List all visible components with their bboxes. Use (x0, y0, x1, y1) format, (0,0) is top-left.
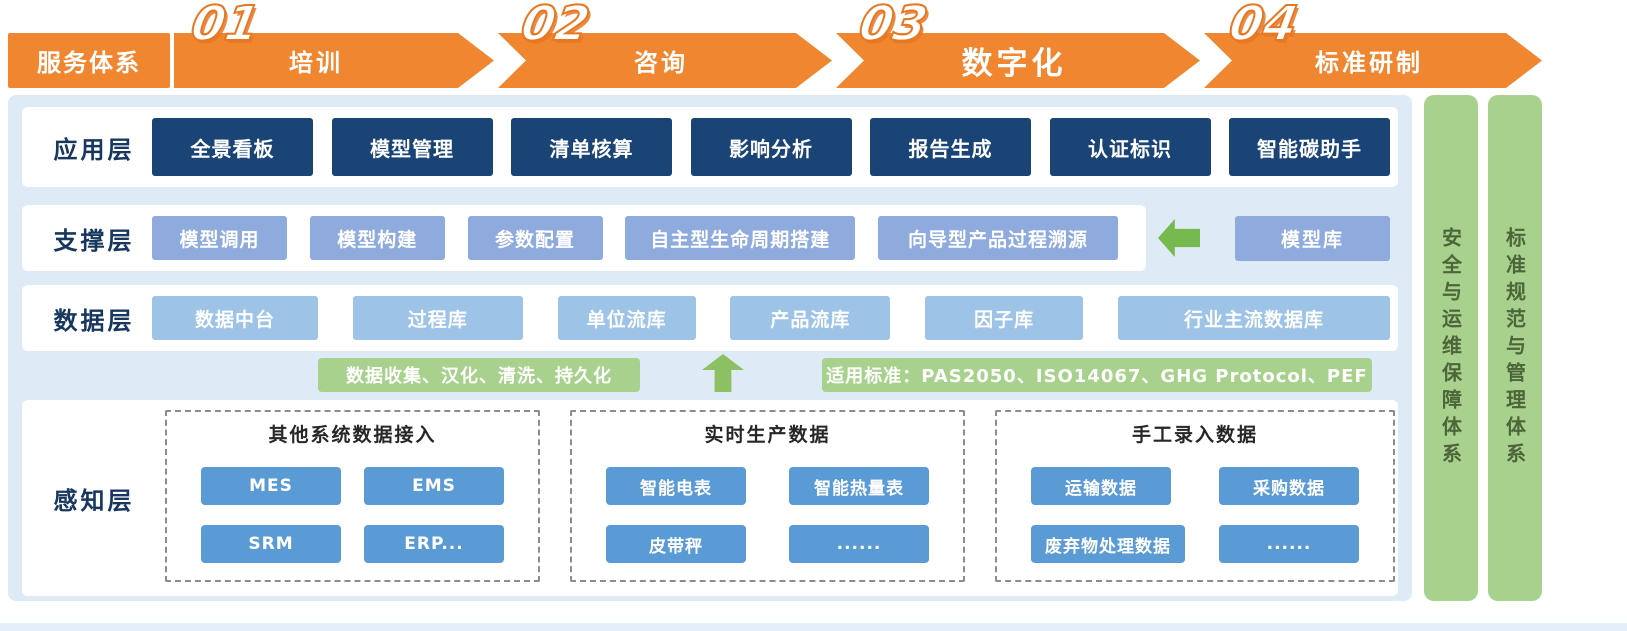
perception-group-title: 其他系统数据接入 (268, 424, 437, 446)
application-box: 智能碳助手 (1229, 118, 1390, 176)
data-box: 因子库 (925, 296, 1084, 340)
perception-box: SRM (201, 525, 341, 563)
step-number-3: 03 (854, 0, 933, 53)
standards-bar: 适用标准：PAS2050、ISO14067、GHG Protocol、PEF (822, 358, 1372, 392)
banner-arrow-consulting-label: 咨询 (634, 49, 688, 77)
perception-layer-label: 感知层 (53, 486, 135, 515)
support-layer-strip: 支撑层 模型调用 模型构建 参数配置 自主型生命周期搭建 向导型产品过程溯源 (22, 205, 1146, 271)
bottom-divider (0, 623, 1627, 631)
application-box: 模型管理 (331, 118, 493, 176)
data-box: 数据中台 (152, 296, 318, 340)
perception-group-title: 手工录入数据 (1131, 424, 1258, 446)
perception-group-systems: 其他系统数据接入 MES EMS SRM ERP... (165, 410, 540, 582)
data-box: 行业主流数据库 (1117, 296, 1390, 340)
data-boxes: 数据中台 过程库 单位流库 产品流库 因子库 行业主流数据库 (152, 296, 1390, 340)
perception-box: 废弃物处理数据 (1031, 525, 1185, 563)
perception-box: 皮带秤 (606, 525, 746, 563)
perception-layer-strip: 感知层 其他系统数据接入 MES EMS SRM ERP... 实时生产数据 智… (22, 400, 1398, 596)
support-box: 向导型产品过程溯源 (878, 216, 1118, 260)
data-box: 产品流库 (730, 296, 891, 340)
perception-group-manual: 手工录入数据 运输数据 采购数据 废弃物处理数据 ...... (995, 410, 1395, 582)
support-layer-label: 支撑层 (53, 226, 135, 255)
support-box: 模型调用 (152, 216, 287, 260)
perception-row: 智能电表 智能热量表 (572, 467, 963, 505)
data-layer-label: 数据层 (53, 306, 135, 335)
banner-arrow-digitalization: 数字化 (836, 33, 1200, 88)
model-library-box: 模型库 (1235, 216, 1390, 261)
data-box: 单位流库 (557, 296, 696, 340)
banner-arrow-training: 培训 (174, 33, 494, 88)
application-layer-label: 应用层 (53, 135, 135, 164)
perception-box: 智能热量表 (789, 467, 929, 505)
support-boxes: 模型调用 模型构建 参数配置 自主型生命周期搭建 向导型产品过程溯源 (152, 216, 1118, 260)
sidebar-security-ops-label: 安全与运维保障体系 (1438, 226, 1463, 470)
service-system-label: 服务体系 (37, 49, 141, 77)
perception-box: ...... (789, 525, 929, 563)
sidebar-standards-mgmt-label: 标准规范与管理体系 (1502, 226, 1527, 470)
step-number-4: 04 (1224, 0, 1303, 53)
banner-arrow-training-label: 培训 (289, 49, 343, 77)
perception-box: 采购数据 (1219, 467, 1359, 505)
perception-box: EMS (364, 467, 504, 505)
perception-row: SRM ERP... (167, 525, 538, 563)
main-panel: 应用层 全景看板 模型管理 清单核算 影响分析 报告生成 认证标识 智能碳助手 … (8, 95, 1412, 601)
application-box: 认证标识 (1049, 118, 1211, 176)
perception-group-title: 实时生产数据 (704, 424, 831, 446)
application-box: 影响分析 (690, 118, 852, 176)
perception-row: 废弃物处理数据 ...... (997, 525, 1393, 563)
perception-group-realtime: 实时生产数据 智能电表 智能热量表 皮带秤 ...... (570, 410, 965, 582)
support-box: 自主型生命周期搭建 (625, 216, 856, 260)
application-box: 清单核算 (511, 118, 672, 176)
perception-box: 智能电表 (606, 467, 746, 505)
banner-arrow-standards: 标准研制 (1204, 33, 1542, 88)
perception-box: ERP... (364, 525, 504, 563)
application-layer-strip: 应用层 全景看板 模型管理 清单核算 影响分析 报告生成 认证标识 智能碳助手 (22, 107, 1398, 187)
data-box: 过程库 (352, 296, 523, 340)
perception-row: 运输数据 采购数据 (997, 467, 1393, 505)
perception-box: 运输数据 (1031, 467, 1171, 505)
application-box: 报告生成 (870, 118, 1031, 176)
banner-arrow-digitalization-label: 数字化 (961, 46, 1067, 82)
perception-row: 皮带秤 ...... (572, 525, 963, 563)
arrow-up-icon (702, 354, 744, 392)
service-system-block: 服务体系 (8, 33, 170, 88)
sidebar-security-ops: 安全与运维保障体系 (1424, 95, 1478, 601)
application-boxes: 全景看板 模型管理 清单核算 影响分析 报告生成 认证标识 智能碳助手 (152, 118, 1390, 176)
banner-arrow-consulting: 咨询 (498, 33, 832, 88)
sidebar-standards-mgmt: 标准规范与管理体系 (1488, 95, 1542, 601)
support-box: 模型构建 (309, 216, 445, 260)
step-number-2: 02 (516, 0, 595, 53)
support-box: 参数配置 (467, 216, 603, 260)
data-pipeline-bar: 数据收集、汉化、清洗、持久化 (318, 358, 640, 392)
arrow-left-icon (1158, 219, 1200, 257)
perception-box: ...... (1219, 525, 1359, 563)
data-layer-strip: 数据层 数据中台 过程库 单位流库 产品流库 因子库 行业主流数据库 (22, 285, 1398, 351)
perception-row: MES EMS (167, 467, 538, 505)
banner-arrow-standards-label: 标准研制 (1315, 49, 1423, 77)
step-number-1: 01 (186, 0, 265, 53)
application-box: 全景看板 (152, 118, 313, 176)
perception-box: MES (201, 467, 341, 505)
